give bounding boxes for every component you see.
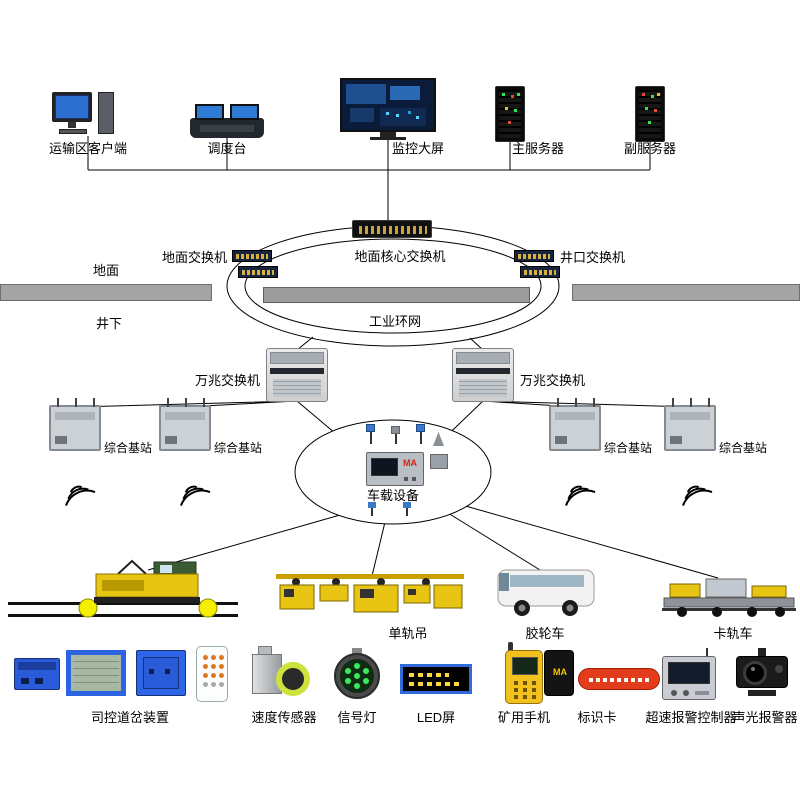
- label-ten-gig-right: 万兆交换机: [520, 373, 586, 388]
- signal-light-icon: [334, 648, 380, 700]
- label-main-server: 主服务器: [511, 141, 564, 156]
- wifi-icon: [676, 479, 713, 507]
- switch-control-devices-icon: [14, 644, 230, 706]
- mine-phone-icon: [505, 642, 543, 704]
- label-alarm: 声光报警器: [732, 710, 798, 725]
- base-station-icon: [664, 398, 716, 451]
- antenna-icon: [370, 430, 372, 444]
- label-ring: 工业环网: [368, 314, 421, 329]
- base-station-icon: [549, 398, 601, 451]
- remote-control-icon: [196, 646, 228, 702]
- ground-switch-icon: [238, 266, 278, 278]
- label-ten-gig-left: 万兆交换机: [194, 373, 260, 388]
- label-speed-sensor: 速度传感器: [251, 710, 317, 725]
- rubber-tyred-vehicle-icon: [497, 569, 595, 616]
- label-monorail: 单轨吊: [388, 626, 428, 641]
- monorail-crane-icon: [276, 574, 464, 613]
- ring-backbone-bar: [263, 287, 530, 303]
- label-base-station-2: 综合基站: [214, 441, 263, 455]
- label-rail-clamp: 卡轨车: [713, 626, 753, 641]
- backup-server-icon: [635, 86, 665, 142]
- base-station-icon: [159, 398, 211, 451]
- ten-gig-cabinet-right: [452, 348, 514, 402]
- label-shaft-switch: 井口交换机: [560, 250, 626, 265]
- id-card-red: [578, 668, 660, 690]
- label-onboard: 车载设备: [366, 488, 419, 503]
- id-tag-icon: MA: [542, 648, 662, 696]
- main-server-icon: [495, 86, 525, 142]
- id-card-black: MA: [544, 650, 574, 696]
- label-client: 运输区客户端: [48, 141, 127, 156]
- ma-logo: MA: [553, 667, 567, 677]
- label-big-screen: 监控大屏: [391, 141, 444, 156]
- label-overspeed: 超速报警控制器: [645, 710, 737, 725]
- antenna-icon: [371, 506, 373, 516]
- shaft-switch-icon: [520, 266, 560, 278]
- label-core-switch: 地面核心交换机: [354, 249, 446, 264]
- surface-bar-right: [572, 284, 800, 301]
- dispatch-console-icon: [190, 104, 264, 138]
- wifi-icon: [559, 479, 596, 507]
- monitor-wall-icon: [340, 78, 436, 140]
- label-id-tag: 标识卡: [577, 710, 617, 725]
- ma-logo: MA: [403, 458, 417, 468]
- label-dispatch: 调度台: [207, 141, 247, 156]
- label-mine-phone: 矿用手机: [497, 710, 550, 725]
- label-underground: 井下: [96, 316, 123, 331]
- label-base-station-4: 综合基站: [719, 441, 768, 455]
- led-screen-icon: [400, 664, 472, 694]
- onboard-equipment-icon: MA: [340, 424, 452, 520]
- rail-clamp-vehicle-icon: [662, 578, 796, 617]
- sound-light-alarm-icon: [732, 646, 792, 702]
- surface-bar-left: [0, 284, 212, 301]
- base-station-icon: [49, 398, 101, 451]
- electric-locomotive-icon: [8, 559, 238, 618]
- ground-switch-icon: [232, 250, 272, 262]
- horn-antenna-icon: [433, 432, 444, 446]
- onboard-host-icon: MA: [366, 452, 424, 486]
- label-rubber-tyred: 胶轮车: [525, 626, 565, 641]
- antenna-icon: [420, 430, 422, 444]
- label-base-station-1: 综合基站: [104, 441, 153, 455]
- label-led-screen: LED屏: [416, 710, 456, 725]
- wifi-icon: [59, 479, 96, 507]
- ten-gig-cabinet-left: [266, 348, 328, 402]
- label-switch-control: 司控道岔装置: [90, 710, 169, 725]
- label-signal-light: 信号灯: [337, 710, 377, 725]
- shaft-switch-icon: [514, 250, 554, 262]
- client-workstation-icon: [52, 92, 116, 138]
- label-ground-switch: 地面交换机: [161, 250, 227, 265]
- core-switch-icon: [352, 220, 432, 238]
- overspeed-controller-icon: [662, 648, 716, 702]
- antenna-icon: [395, 432, 397, 444]
- wifi-icon: [174, 479, 211, 507]
- speed-sensor-icon: [250, 646, 314, 702]
- label-base-station-3: 综合基站: [604, 441, 653, 455]
- antenna-icon: [406, 506, 408, 516]
- label-surface: 地面: [93, 263, 120, 278]
- label-backup-server: 副服务器: [623, 141, 676, 156]
